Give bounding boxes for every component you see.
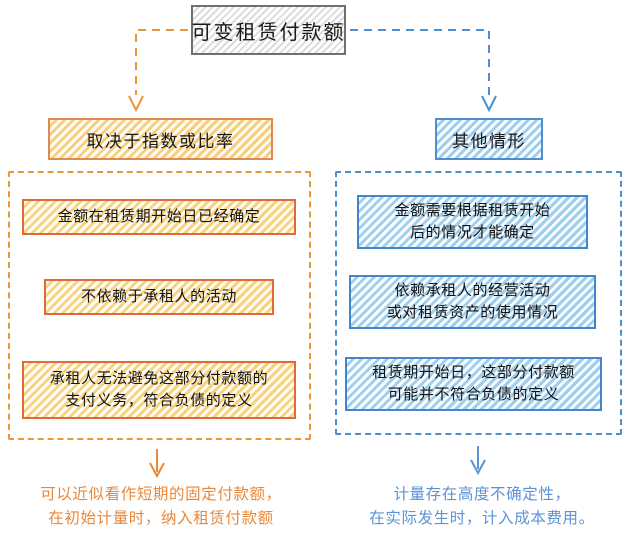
- branch-header-left-label: 取决于指数或比率: [86, 131, 235, 152]
- criteria-item-label: 不依赖于承租人的活动: [80, 287, 237, 306]
- criteria-item-label: 承租人无法避免这部分付款额的 支付义务，符合负债的定义: [49, 369, 269, 409]
- connector-left-group-to-conclusion: [149, 449, 165, 479]
- branch-header-left: 取决于指数或比率: [48, 118, 273, 160]
- criteria-item: 金额需要根据租赁开始 后的情况才能确定: [357, 195, 588, 249]
- diagram-title-box: 可变租赁付款额: [191, 5, 346, 55]
- conclusion-left: 可以近似看作短期的固定付款额， 在初始计量时，纳入租赁付款额: [40, 485, 282, 528]
- branch-container-left: [8, 171, 311, 440]
- branch-header-right: 其他情形: [435, 118, 543, 160]
- branch-container-right: [335, 171, 622, 435]
- connector-title-to-right-branch: [350, 29, 497, 113]
- criteria-item: 承租人无法避免这部分付款额的 支付义务，符合负债的定义: [22, 361, 296, 419]
- conclusion-right: 计量存在高度不确定性， 在实际发生时，计入成本费用。: [369, 485, 595, 528]
- connector-right-group-to-conclusion: [470, 446, 486, 476]
- criteria-item-label: 金额在租赁期开始日已经确定: [57, 207, 261, 226]
- criteria-item: 金额在租赁期开始日已经确定: [22, 199, 296, 235]
- criteria-item: 不依赖于承租人的活动: [44, 279, 274, 315]
- criteria-item: 租赁期开始日，这部分付款额 可能并不符合负债的定义: [345, 357, 602, 411]
- branch-header-right-label: 其他情形: [452, 131, 526, 152]
- criteria-item-label: 租赁期开始日，这部分付款额 可能并不符合负债的定义: [372, 363, 575, 403]
- page-title: 可变租赁付款额: [191, 19, 346, 44]
- criteria-item: 依赖承租人的经营活动 或对租赁资产的使用情况: [349, 275, 596, 329]
- connector-title-to-left-branch: [128, 29, 188, 113]
- criteria-item-label: 依赖承租人的经营活动 或对租赁资产的使用情况: [386, 281, 559, 321]
- criteria-item-label: 金额需要根据租赁开始 后的情况才能确定: [394, 201, 551, 241]
